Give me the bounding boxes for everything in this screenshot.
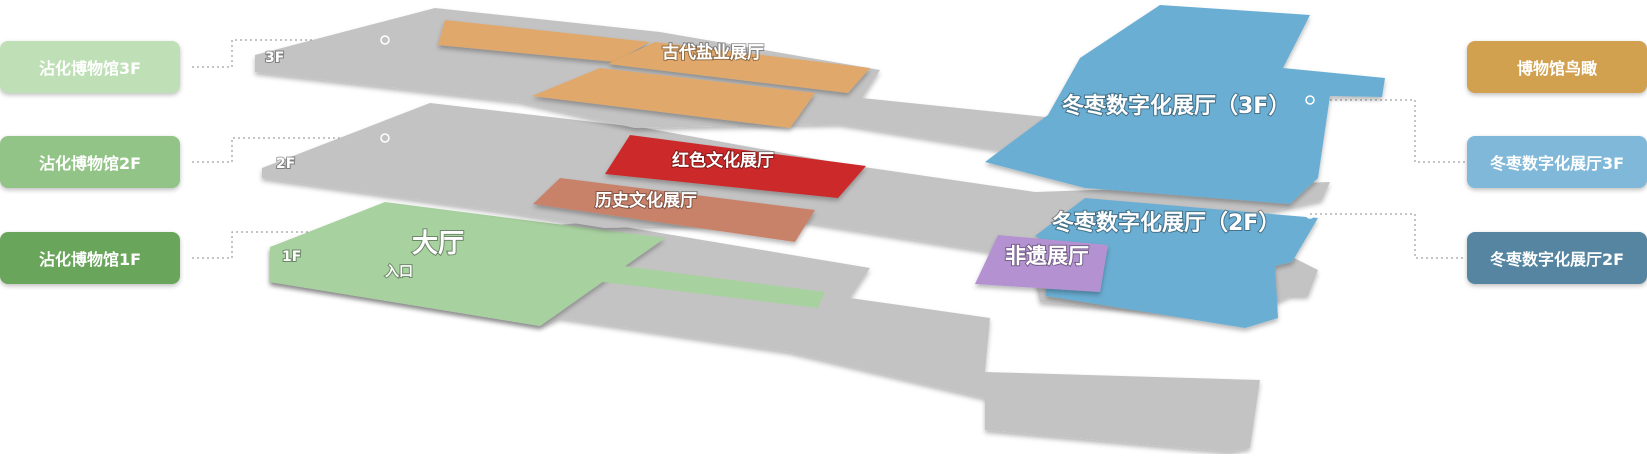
dz-3f-label: 冬枣数字化展厅（3F） [1062,93,1290,119]
floor-2f: 2F 红色文化展厅 历史文化展厅 冬枣数字化展厅（2F） 非遗展厅 [262,103,1330,328]
ancient-salt-label: 古代盐业展厅 [662,42,764,63]
heritage-hall[interactable] [975,235,1108,292]
leader-line-2f [192,137,382,163]
ancient-salt-hall-a[interactable] [438,20,650,62]
floor-3f: 3F 古代盐业展厅 冬枣数字化展厅（3F） [255,5,1385,204]
dongzao-digital-hall-2f-button[interactable]: 冬枣数字化展厅2F [1467,232,1647,284]
floor-2f-tag: 2F [276,156,295,172]
history-culture-hall[interactable] [533,178,815,242]
leader-line-1f [192,231,382,259]
dz-2f-hall[interactable] [1035,198,1318,328]
ancient-salt-hall-c[interactable] [532,68,815,128]
floor-1f: 1F 大厅 入口 [270,202,1260,452]
ancient-salt-hall-b[interactable] [608,42,870,93]
leader-line-3f [192,39,382,68]
green-strip [586,262,825,308]
dz-2f-marker-icon [1305,209,1315,219]
leader-line-dz3f [1310,99,1465,163]
lobby-area[interactable] [270,202,665,326]
floor-2f-marker-icon [380,133,390,143]
museum-birdseye-button[interactable]: 博物馆鸟瞰 [1467,41,1647,93]
floor-1f-tag: 1F [282,249,301,265]
floor-3f-marker-icon [380,35,390,45]
red-culture-hall[interactable] [605,135,866,198]
zhanhua-museum-2f-button[interactable]: 沾化博物馆2F [0,136,180,188]
dongzao-digital-hall-3f-button[interactable]: 冬枣数字化展厅3F [1467,136,1647,188]
lobby-label: 大厅 [412,229,464,259]
floor-3f-tag: 3F [265,50,284,66]
dz-2f-label: 冬枣数字化展厅（2F） [1052,210,1280,236]
zhanhua-museum-1f-button[interactable]: 沾化博物馆1F [0,232,180,284]
history-culture-label: 历史文化展厅 [595,190,697,211]
zhanhua-museum-3f-button[interactable]: 沾化博物馆3F [0,41,180,93]
red-culture-label: 红色文化展厅 [672,150,774,171]
entrance-label: 入口 [385,264,413,280]
leader-line-dz2f [1310,213,1465,259]
heritage-label: 非遗展厅 [1005,244,1089,268]
leader-lines [192,39,1465,259]
dz-3f-hall[interactable] [985,5,1385,204]
dz-3f-marker-icon [1305,95,1315,105]
